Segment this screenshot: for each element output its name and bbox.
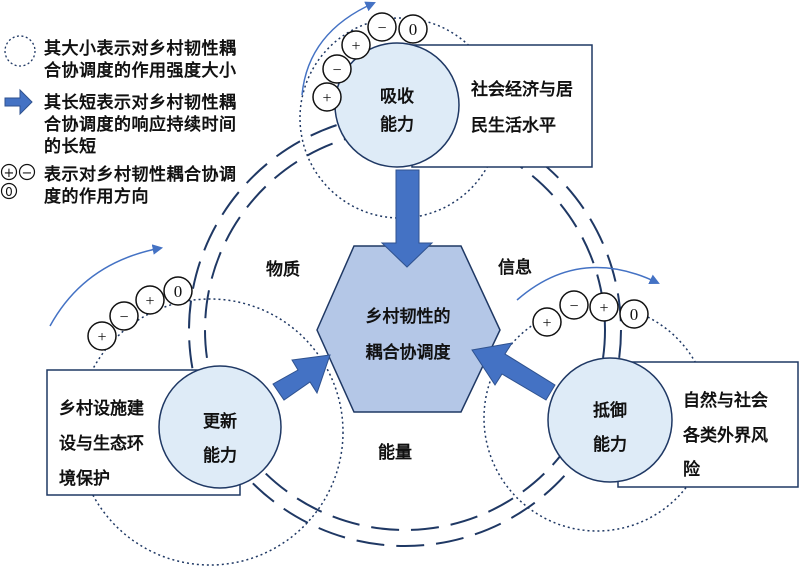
legend-sign-circles-icon: + − 0 [0,163,36,200]
sign-circles: +−+−0+−+0+−+0 [87,12,649,351]
absorb-rotation-arrow [301,1,376,96]
absorb-label-1: 吸收 [380,86,414,107]
resist-sign-circle [619,299,649,329]
renewal-sign-symbol: 0 [174,282,183,301]
absorb-sign-circle [322,54,352,84]
renewal-box-line-1: 乡村设施建 [59,398,144,419]
svg-text:0: 0 [5,185,13,199]
legend-size-line-2: 合协调度的作用强度大小 [44,61,237,81]
legend-size-line-1: 其大小表示对乡村韧性耦 [44,39,237,59]
resist-box-line-1: 自然与社会 [683,390,768,411]
legend-length-line-1: 其长短表示对乡村韧性耦 [44,93,237,113]
resist-label-2: 能力 [593,434,627,455]
coupling-hexagon [316,245,501,413]
legend-size-text: 其大小表示对乡村韧性耦 合协调度的作用强度大小 [44,38,237,82]
renewal-capability-circle [158,365,282,489]
legend-dotted-circle-icon [4,35,36,67]
flow-label-material: 物质 [266,259,300,280]
absorb-sign-circle [398,14,428,44]
resist-sign-symbol: − [569,298,578,315]
renewal-rotation-arrow [49,244,164,327]
legend-length-line-2: 合协调度的响应持续时间 [44,115,237,135]
renewal-label-2: 能力 [203,445,237,466]
renewal-sign-symbol: − [119,309,128,326]
legend-direction-line-1: 表示对乡村韧性耦合协调 [44,165,237,185]
renewal-response-arrow [272,354,331,401]
center-line-2: 耦合协调度 [366,342,452,363]
resist-capability-circle [547,357,673,483]
legend-direction-line-2: 度的作用方向 [44,187,149,207]
absorb-sign-symbol: + [351,38,360,55]
resist-rotation-arrow [516,266,660,301]
absorb-sign-circle [341,30,371,60]
resist-response-arrow [471,342,556,401]
legend-length-text: 其长短表示对乡村韧性耦 合协调度的响应持续时间 的长短 [44,92,237,158]
flow-label-energy: 能量 [378,442,412,463]
resist-label-1: 抵御 [593,400,627,421]
absorb-sign-symbol: + [322,90,331,107]
renewal-box-line-2: 设与生态环 [59,433,144,454]
absorb-box-line-2: 民生活水平 [471,115,556,136]
absorb-sign-symbol: 0 [409,20,418,39]
absorb-sign-circle [312,82,342,112]
svg-text:+: + [4,166,15,181]
resist-sign-symbol: + [542,315,551,332]
resist-box-line-3: 险 [683,459,701,480]
absorb-sign-symbol: − [377,20,386,37]
resist-box-line-2: 各类外界风 [682,425,768,446]
renewal-sign-circle [109,301,139,331]
svg-text:−: − [22,166,33,181]
resist-sign-circle [589,292,619,322]
absorb-response-arrow [380,169,434,268]
resist-sign-symbol: 0 [630,305,639,324]
absorb-box-line-1: 社会经济与居 [470,79,573,100]
absorb-sign-circle [367,12,397,42]
absorb-sign-symbol: − [332,62,341,79]
renewal-sign-circle [135,285,165,315]
renewal-sign-circle [163,276,193,306]
renewal-sign-symbol: + [145,293,154,310]
resist-sign-symbol: + [599,300,608,317]
renewal-influence-circle [76,298,344,566]
renewal-sign-circle [87,321,117,351]
legend-length-line-3: 的长短 [44,137,97,157]
resist-sign-circle [559,290,589,320]
legend-direction-text: 表示对乡村韧性耦合协调 度的作用方向 [44,164,237,208]
resist-sign-circle [532,307,562,337]
flow-label-information: 信息 [498,257,532,278]
absorb-label-2: 能力 [380,114,414,135]
renewal-sign-symbol: + [97,329,106,346]
center-line-1: 乡村韧性的 [366,306,451,327]
legend-blue-arrow-icon [4,88,33,116]
renewal-label-1: 更新 [203,411,237,432]
renewal-box-line-3: 境保护 [59,468,110,489]
